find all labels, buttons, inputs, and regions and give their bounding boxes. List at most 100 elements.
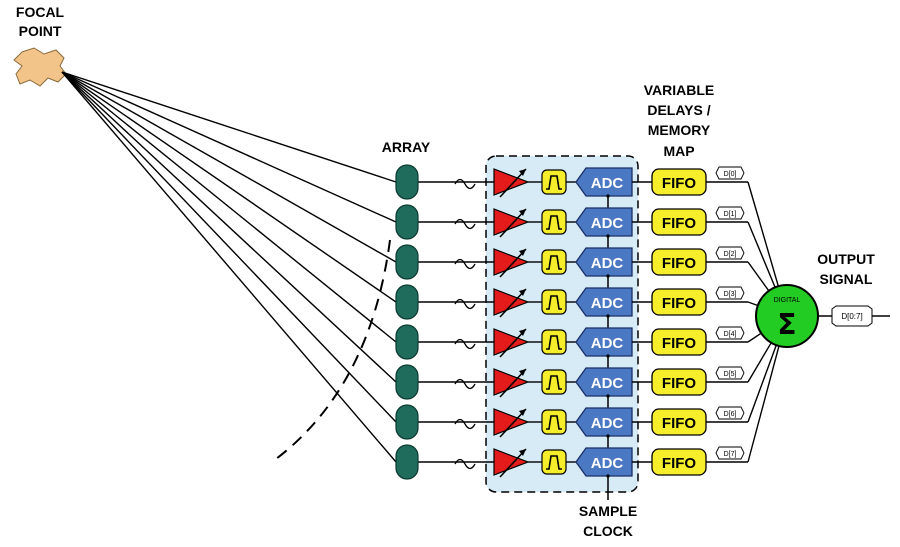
bandpass-icon	[546, 295, 562, 310]
filter-block	[541, 329, 567, 355]
signal-squiggle	[454, 178, 476, 190]
focal-point-label-1: FOCAL	[16, 4, 65, 20]
adc-label: ADC	[591, 255, 624, 272]
bus-tag-shape	[715, 166, 745, 180]
clock-node	[606, 394, 610, 398]
bus-tag-shape	[715, 326, 745, 340]
channel-2: ADC FIFO D[2]	[410, 246, 748, 278]
amplifier-triangle	[493, 288, 530, 316]
amplifier-triangle	[493, 168, 530, 196]
channel-tag: D[3]	[724, 291, 737, 298]
clock-node	[606, 354, 610, 358]
wavefront-arc	[271, 239, 391, 463]
bandpass-icon	[546, 415, 562, 430]
clock-node	[606, 274, 610, 278]
array-element	[395, 204, 419, 240]
channel-tag: D[1]	[724, 211, 737, 218]
focal-ray	[61, 71, 397, 263]
clock-node	[606, 314, 610, 318]
gain-arrowhead	[519, 449, 526, 456]
fifo-label: FIFO	[662, 455, 696, 472]
focal-point-blob	[13, 47, 67, 87]
adc-label: ADC	[591, 175, 624, 192]
filter-block	[541, 209, 567, 235]
variable-delays-label-3: MEMORY	[648, 122, 711, 138]
focal-ray	[61, 71, 397, 223]
clock-node	[606, 434, 610, 438]
bandpass-icon	[546, 455, 562, 470]
summer-label: DIGITAL	[774, 297, 801, 304]
fifo-label: FIFO	[662, 415, 696, 432]
fan-in-line	[747, 301, 759, 307]
focal-rays	[61, 71, 397, 463]
focal-point-label-2: POINT	[19, 23, 62, 39]
adc-label: ADC	[591, 455, 624, 472]
fifo-label: FIFO	[662, 255, 696, 272]
bandpass-icon	[546, 375, 562, 390]
amplifier-triangle	[493, 248, 530, 276]
fifo-label: FIFO	[662, 335, 696, 352]
bandpass-icon	[546, 255, 562, 270]
output-signal-label-1: OUTPUT	[817, 251, 875, 267]
focal-ray	[61, 71, 397, 343]
focal-ray	[61, 71, 397, 463]
fan-in-line	[747, 345, 780, 463]
bandpass-icon	[546, 175, 562, 190]
filter-block	[541, 369, 567, 395]
summer-symbol: Σ	[777, 308, 796, 341]
amplifier-triangle	[493, 448, 530, 476]
array-element	[395, 404, 419, 440]
bandpass-icon	[546, 335, 562, 350]
analog-frontend-panel	[485, 155, 639, 493]
filter-block	[541, 449, 567, 475]
variable-delays-label-2: DELAYS /	[647, 102, 710, 118]
channel-tag: D[0]	[724, 171, 737, 178]
filter-block	[541, 169, 567, 195]
filter-block	[541, 409, 567, 435]
filter-block	[541, 289, 567, 315]
signal-squiggle	[454, 218, 476, 230]
output-bus-shape	[831, 305, 873, 327]
fan-in-line	[747, 181, 780, 287]
adc-label: ADC	[591, 215, 624, 232]
filter-block	[541, 249, 567, 275]
gain-arrowhead	[519, 249, 526, 256]
fan-in-line	[747, 332, 762, 343]
channel-tag: D[2]	[724, 251, 737, 258]
array-label: ARRAY	[382, 139, 431, 155]
gain-arrowhead	[519, 369, 526, 376]
array-element	[395, 164, 419, 200]
array-element	[395, 244, 419, 280]
array-element	[395, 364, 419, 400]
output-tag: D[0:7]	[841, 312, 862, 321]
adc-label: ADC	[591, 415, 624, 432]
bus-tag-shape	[715, 446, 745, 460]
focal-ray	[61, 71, 397, 183]
signal-squiggle	[454, 338, 476, 350]
gain-arrowhead	[519, 169, 526, 176]
bandpass-icon	[546, 215, 562, 230]
output-signal-label-2: SIGNAL	[820, 271, 873, 287]
amplifier-triangle	[493, 328, 530, 356]
adc-label: ADC	[591, 295, 624, 312]
clock-node	[606, 474, 610, 478]
array-element	[395, 284, 419, 320]
channel-tag: D[5]	[724, 371, 737, 378]
bus-tag-shape	[715, 366, 745, 380]
array-element	[395, 444, 419, 480]
fan-in-line	[747, 344, 777, 423]
variable-delays-label-4: MAP	[663, 143, 694, 159]
clock-node	[606, 194, 610, 198]
gain-arrowhead	[519, 409, 526, 416]
signal-squiggle	[454, 418, 476, 430]
channel-tag: D[7]	[724, 451, 737, 458]
channel-7: ADC FIFO D[7]	[410, 446, 748, 478]
